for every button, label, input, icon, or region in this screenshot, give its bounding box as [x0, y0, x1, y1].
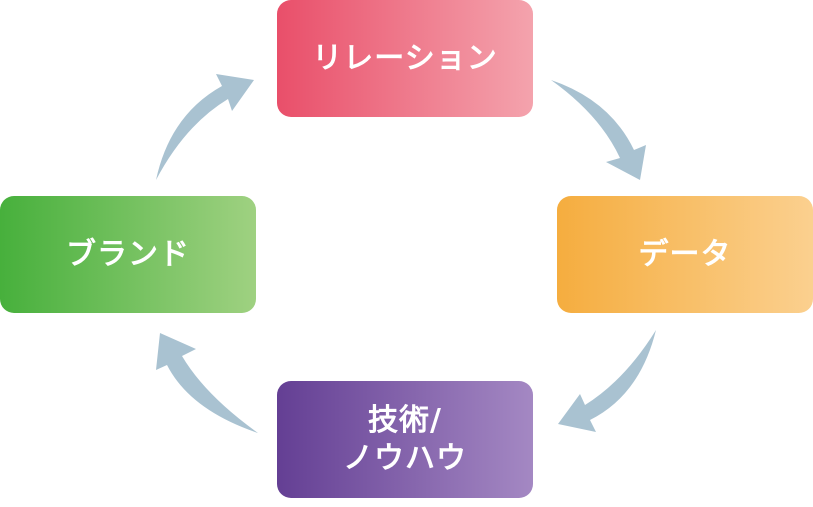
- arrow-relation-to-data: [551, 80, 646, 180]
- arrow-data-to-tech: [558, 330, 656, 432]
- node-tech-knowhow: 技術/ ノウハウ: [277, 381, 533, 498]
- node-relation-label: リレーション: [312, 40, 498, 76]
- arrow-brand-to-relation: [156, 74, 254, 180]
- node-data-label: データ: [638, 236, 732, 272]
- node-tech-label-line1: 技術/: [368, 402, 442, 438]
- arrow-tech-to-brand: [156, 333, 258, 433]
- node-brand: ブランド: [0, 196, 256, 313]
- node-data: データ: [557, 196, 813, 313]
- node-tech-label-line2: ノウハウ: [343, 440, 467, 476]
- node-relation: リレーション: [277, 0, 533, 117]
- node-brand-label: ブランド: [66, 236, 190, 272]
